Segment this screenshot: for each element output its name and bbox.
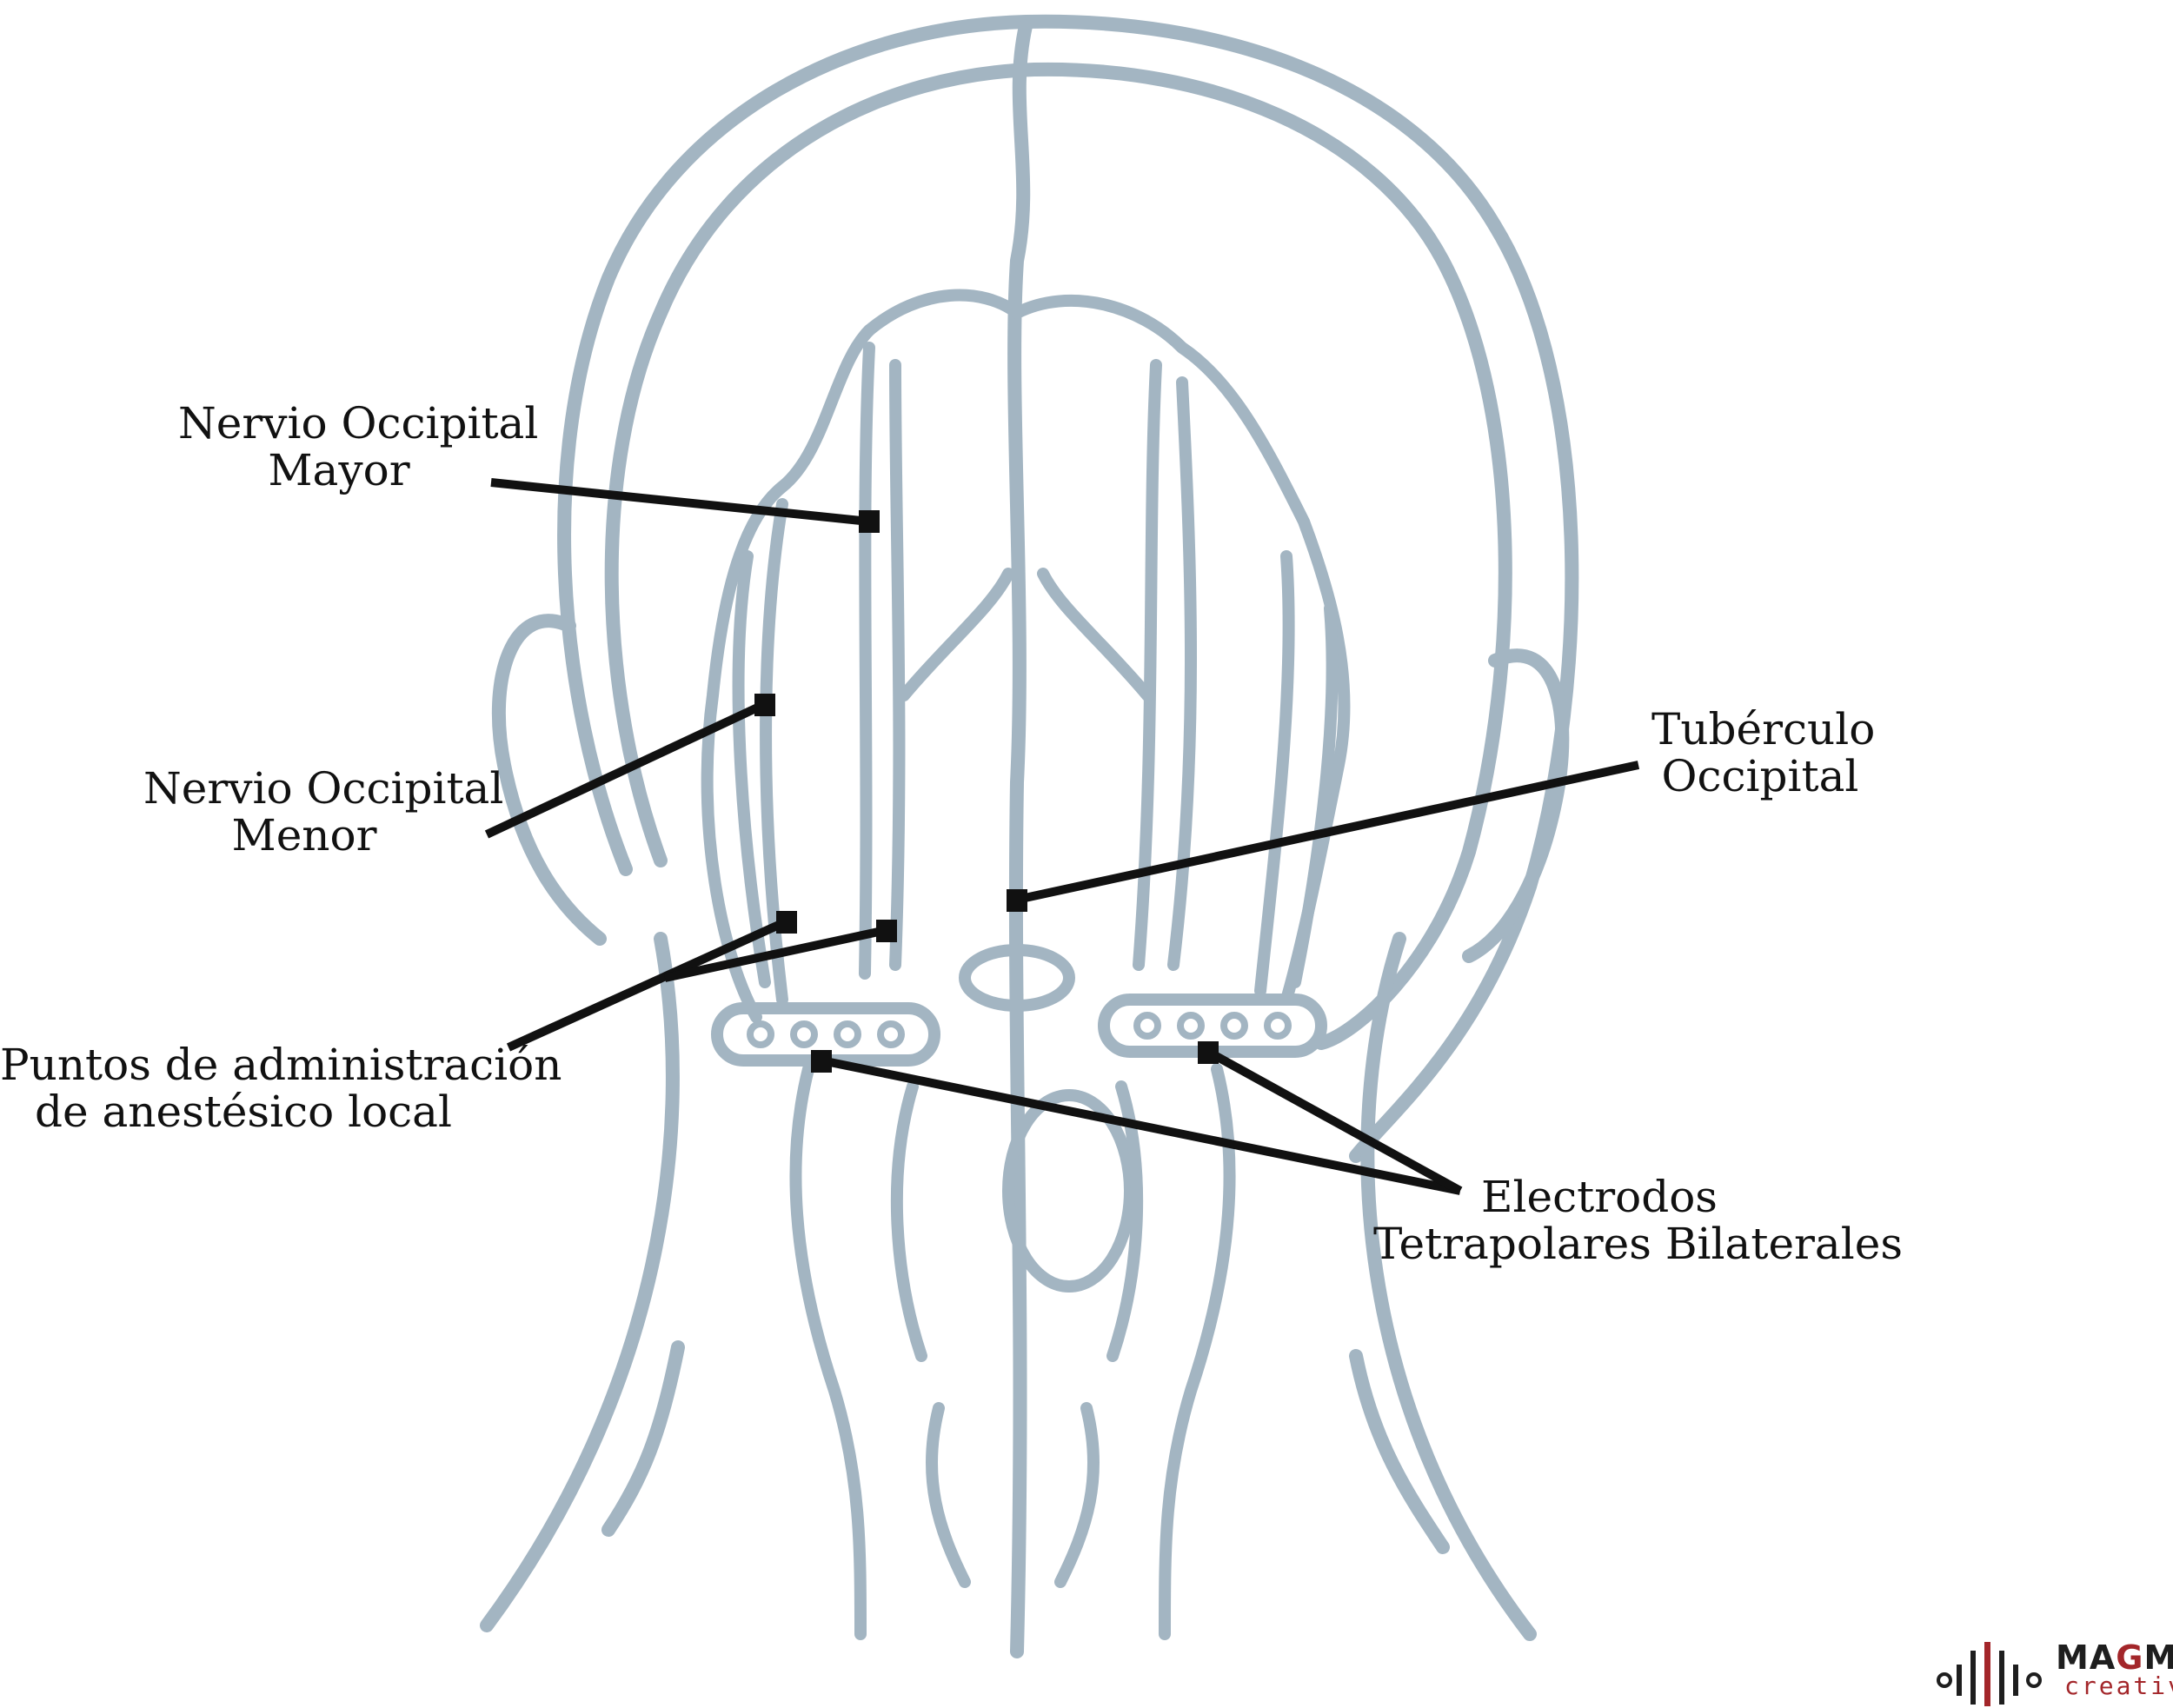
marker-greater-occipital	[859, 510, 880, 533]
label-injection-line1: Puntos de administración	[0, 1040, 562, 1090]
logo-bars-icon	[1937, 1642, 2042, 1706]
electrode-contacts	[747, 1012, 1292, 1048]
label-tubercle-line2: Occipital	[1661, 751, 1859, 801]
head-outline	[480, 14, 1579, 1658]
label-tubercle-line1: Tubérculo	[1651, 704, 1876, 754]
callout-greater-occipital	[490, 478, 870, 526]
label-electrodes-line1: Electrodos	[1481, 1172, 1718, 1222]
marker-lesser-occipital	[754, 694, 775, 716]
marker-electrode-right	[1198, 1041, 1219, 1064]
callout-electrode-left	[821, 1056, 1461, 1195]
label-injection-line2: de anestésico local	[35, 1087, 452, 1137]
logo-subtitle: creativa	[2064, 1671, 2173, 1700]
label-lesser-occipital-line1: Nervio Occipital	[143, 763, 504, 814]
label-lesser-occipital-nerve: Nervio Occipital Menor	[143, 763, 504, 861]
callout-markers	[754, 510, 1219, 1073]
callout-electrode-right	[1206, 1047, 1463, 1195]
marker-injection-b	[876, 920, 897, 942]
marker-injection-a	[776, 911, 797, 934]
logo-wordmark: MAGMA	[2056, 1638, 2173, 1677]
label-bilateral-electrodes: Electrodos Tetrapolares Bilaterales	[1373, 1172, 1903, 1269]
callout-lesser-occipital	[484, 700, 768, 839]
marker-tubercle	[1007, 889, 1027, 912]
marker-electrode-left	[811, 1050, 832, 1073]
label-injection-points: Puntos de administración de anestésico l…	[0, 1040, 562, 1137]
callout-injection-a	[506, 917, 789, 1052]
label-greater-occipital-nerve: Nervio Occipital Mayor	[178, 398, 539, 495]
label-occipital-tubercle: Tubérculo Occipital	[1651, 704, 1876, 801]
label-lesser-occipital-line2: Menor	[231, 810, 377, 861]
label-greater-occipital-line1: Nervio Occipital	[178, 398, 539, 449]
callout-lines	[484, 478, 1640, 1195]
callout-injection-b	[663, 926, 888, 982]
label-greater-occipital-line2: Mayor	[268, 445, 410, 495]
label-electrodes-line2: Tetrapolares Bilaterales	[1373, 1219, 1903, 1269]
callout-tubercle	[1015, 761, 1640, 904]
magma-creativa-logo: MAGMA creativa	[1934, 1638, 2173, 1708]
